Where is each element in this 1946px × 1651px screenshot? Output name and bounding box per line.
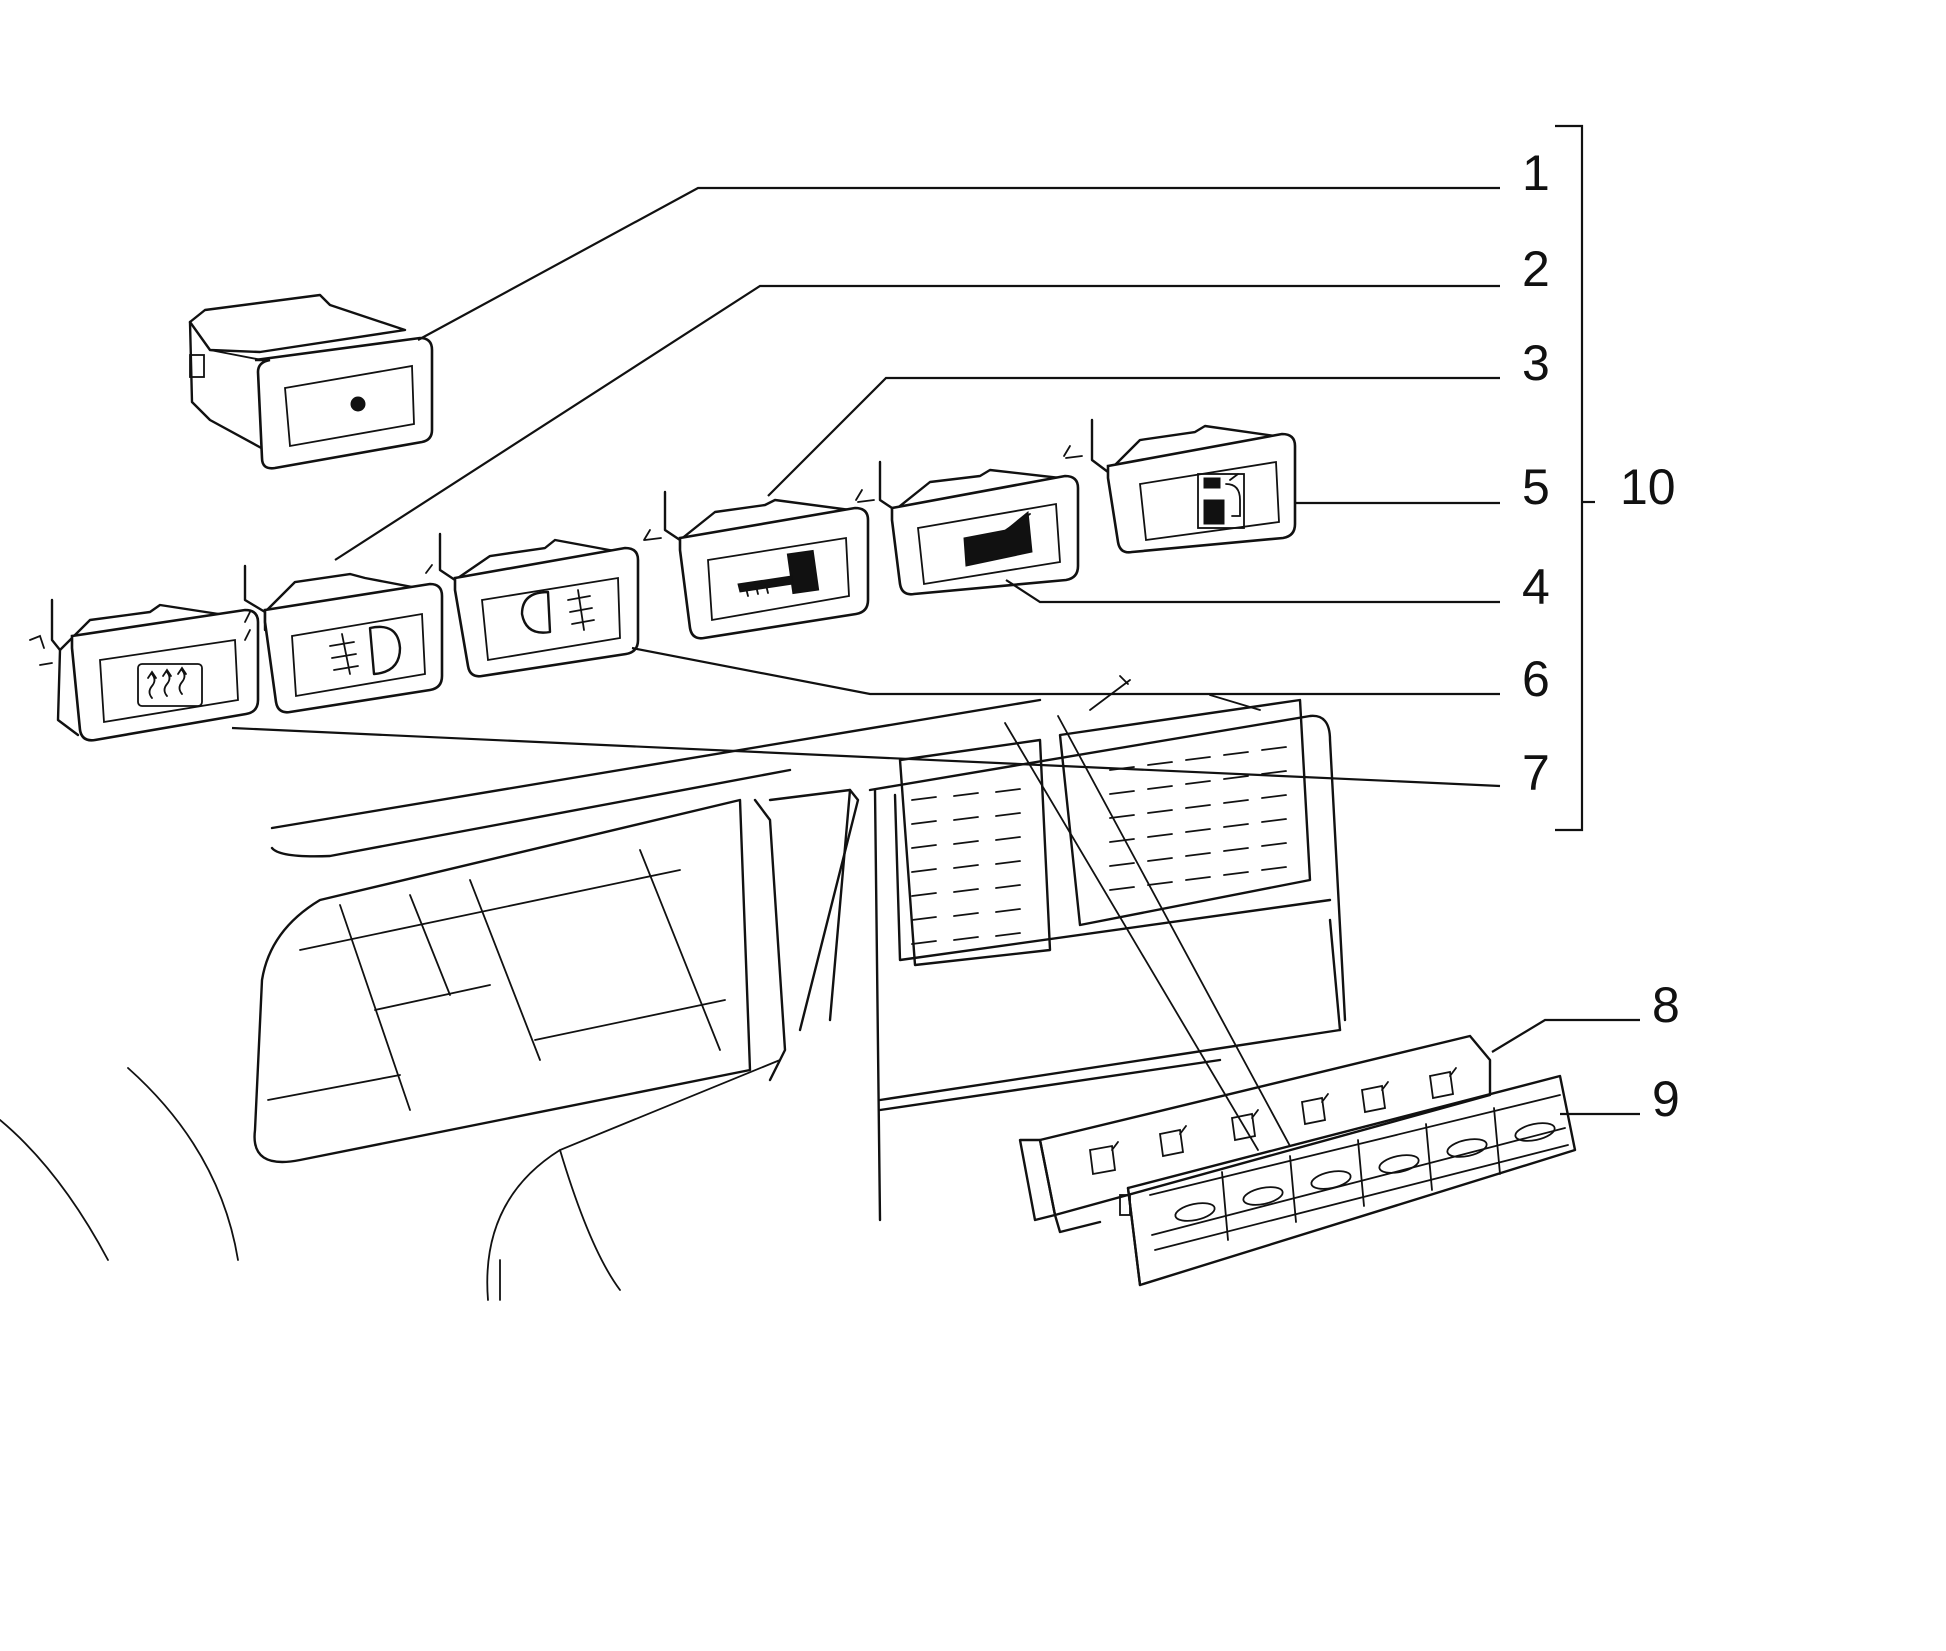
vent-slat bbox=[953, 816, 979, 821]
bezel-slot-row bbox=[1174, 1122, 1556, 1222]
callout-4: 4 bbox=[1522, 559, 1550, 615]
callout-5: 5 bbox=[1522, 459, 1550, 515]
switch-holder-panel bbox=[1018, 1034, 1492, 1234]
vent-slat bbox=[1223, 823, 1249, 828]
vent-slat bbox=[995, 884, 1021, 889]
vent-slat bbox=[953, 864, 979, 869]
vent-slat bbox=[911, 844, 937, 849]
vent-slat bbox=[1223, 799, 1249, 804]
fuel-pump-icon bbox=[1197, 473, 1245, 529]
vent-slat bbox=[1261, 794, 1287, 799]
bezel-slot bbox=[1310, 1170, 1352, 1190]
bezel-slot bbox=[1378, 1154, 1420, 1174]
vent-slat bbox=[1223, 751, 1249, 756]
vent-slat bbox=[1261, 770, 1287, 775]
vent-slat bbox=[1147, 809, 1173, 814]
vent-slat bbox=[953, 888, 979, 893]
vent-slat bbox=[1223, 775, 1249, 780]
rear-fog-light-icon bbox=[329, 625, 402, 676]
vent-slat bbox=[1185, 852, 1211, 857]
vent-slat bbox=[1147, 761, 1173, 766]
vent-slat bbox=[1185, 804, 1211, 809]
vent-slat bbox=[1185, 756, 1211, 761]
vent-slat bbox=[1147, 857, 1173, 862]
vent-grille-right bbox=[1109, 746, 1287, 891]
vent-slat bbox=[1109, 838, 1135, 843]
vent-slat bbox=[911, 868, 937, 873]
callout-9: 9 bbox=[1652, 1071, 1680, 1127]
switch-6-front-fog bbox=[425, 532, 640, 678]
vent-slat bbox=[1185, 780, 1211, 785]
switch-1-blank bbox=[188, 293, 434, 470]
front-fog-light-icon bbox=[520, 589, 595, 634]
vent-slat bbox=[1261, 842, 1287, 847]
callout-10: 10 bbox=[1620, 459, 1676, 515]
vent-slat bbox=[995, 932, 1021, 937]
vent-slat bbox=[1223, 847, 1249, 852]
door-icon bbox=[963, 511, 1033, 567]
callout-3: 3 bbox=[1522, 335, 1550, 391]
callout-1: 1 bbox=[1522, 145, 1550, 201]
rear-demister-icon bbox=[137, 663, 203, 707]
vent-slat bbox=[911, 916, 937, 921]
vent-slat bbox=[995, 908, 1021, 913]
vent-slat bbox=[995, 860, 1021, 865]
vent-slat bbox=[1109, 886, 1135, 891]
vent-slat bbox=[1261, 746, 1287, 751]
switch-3-key bbox=[643, 490, 870, 640]
vent-slat bbox=[1109, 862, 1135, 867]
vent-slat bbox=[1147, 881, 1173, 886]
callout-2: 2 bbox=[1522, 241, 1550, 297]
bezel-slot bbox=[1242, 1186, 1284, 1206]
vent-slat bbox=[953, 936, 979, 941]
dashboard-outline bbox=[0, 679, 1347, 1301]
vent-slat bbox=[1109, 790, 1135, 795]
vent-slat bbox=[1223, 871, 1249, 876]
vent-slat bbox=[911, 940, 937, 945]
vent-slat bbox=[1261, 866, 1287, 871]
vent-slat bbox=[911, 796, 937, 801]
vent-slat bbox=[953, 840, 979, 845]
vent-slat bbox=[1185, 876, 1211, 881]
switch-2-rear-fog bbox=[243, 564, 444, 714]
vent-slat bbox=[995, 812, 1021, 817]
switch-7-rear-demister bbox=[29, 598, 260, 742]
callout-7: 7 bbox=[1522, 745, 1550, 801]
bezel-slot bbox=[1514, 1122, 1556, 1142]
callout-labels: 1 2 3 5 4 6 7 10 8 9 bbox=[1522, 145, 1680, 1127]
vent-slat bbox=[1147, 833, 1173, 838]
vent-slat bbox=[911, 892, 937, 897]
vent-slat bbox=[911, 820, 937, 825]
switch-4-door bbox=[855, 460, 1080, 596]
vent-slat bbox=[953, 792, 979, 797]
switch-frame-bezel bbox=[1119, 1074, 1577, 1287]
key-icon bbox=[737, 549, 820, 597]
vent-slat bbox=[1185, 828, 1211, 833]
leader-lines bbox=[231, 124, 1640, 1116]
callout-6: 6 bbox=[1522, 651, 1550, 707]
vent-slat bbox=[1109, 814, 1135, 819]
bezel-slot bbox=[1174, 1202, 1216, 1222]
dot-icon bbox=[350, 396, 366, 412]
switch-5-fuel bbox=[1063, 418, 1297, 554]
vent-slat bbox=[1147, 785, 1173, 790]
vent-slat bbox=[1261, 818, 1287, 823]
vent-slat bbox=[953, 912, 979, 917]
vent-slat bbox=[995, 836, 1021, 841]
callout-8: 8 bbox=[1652, 977, 1680, 1033]
vent-grille-left bbox=[911, 788, 1021, 945]
bezel-slot bbox=[1446, 1138, 1488, 1158]
vent-slat bbox=[995, 788, 1021, 793]
